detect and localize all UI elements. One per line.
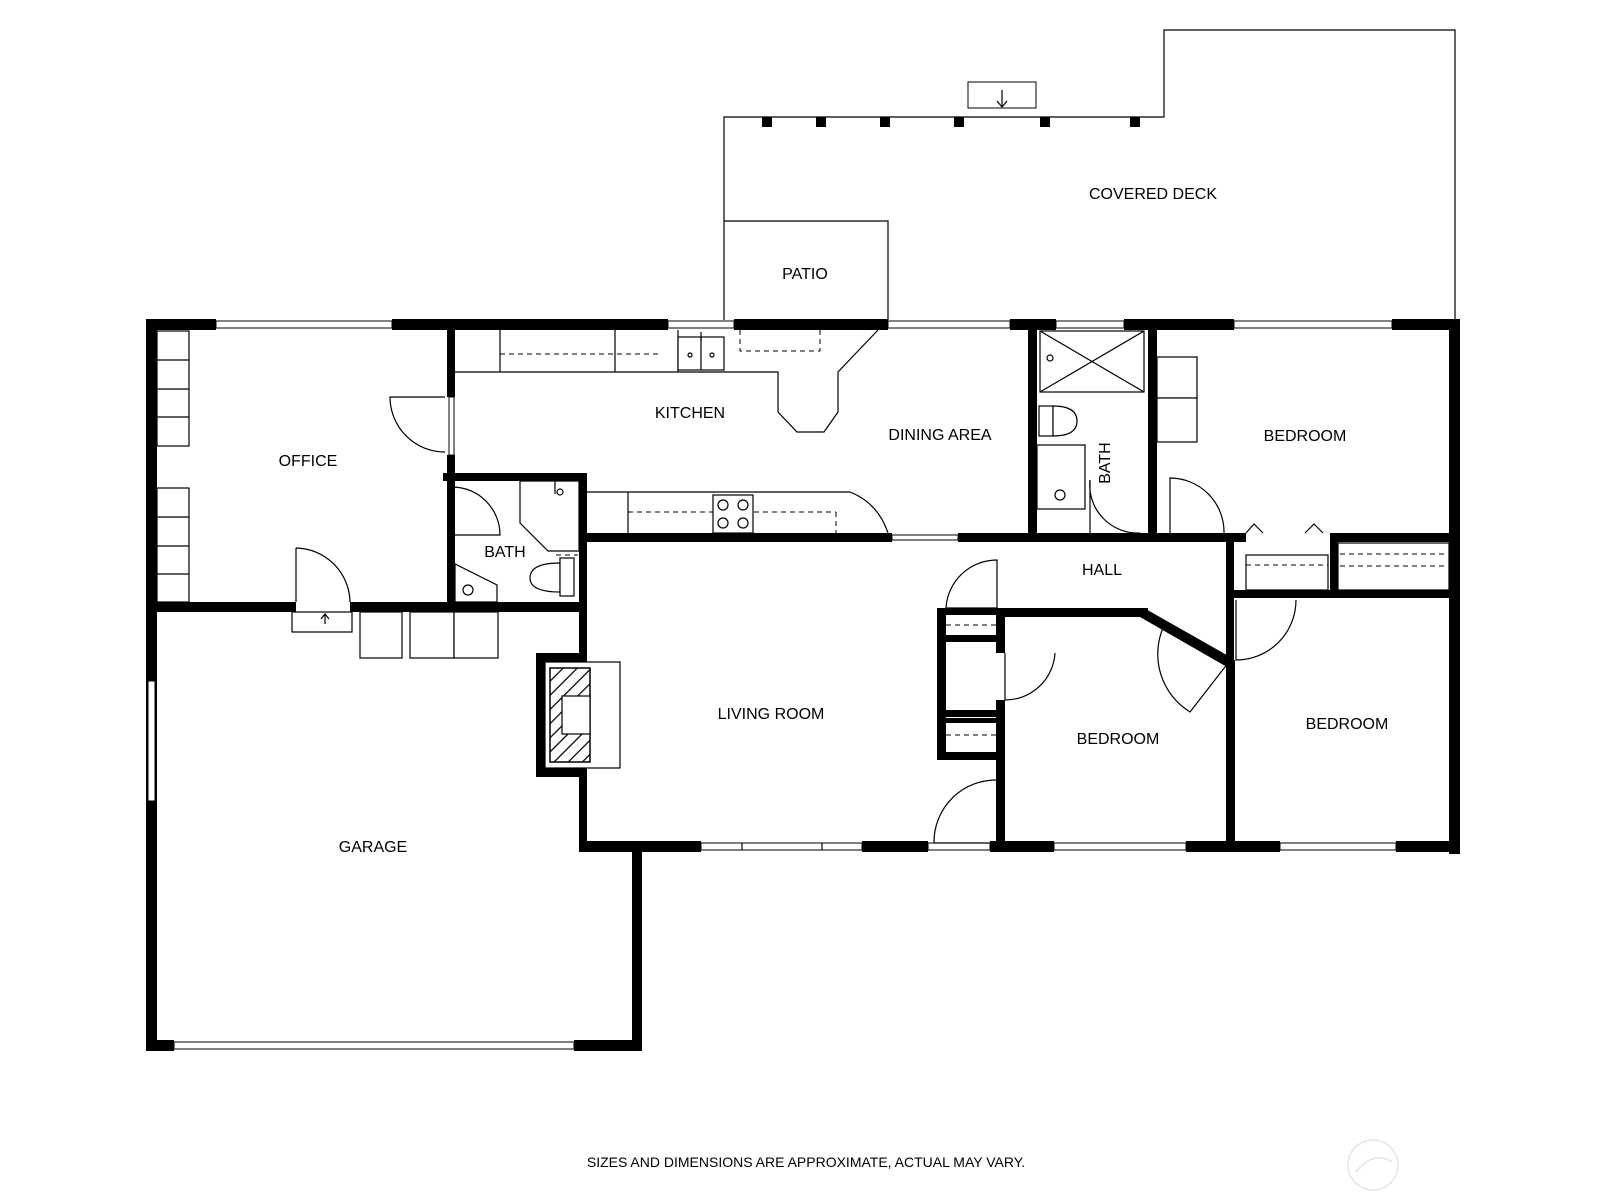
disclaimer-text: SIZES AND DIMENSIONS ARE APPROXIMATE, AC… xyxy=(587,1154,1025,1170)
label-bath-upper: BATH xyxy=(1097,442,1114,483)
label-office: OFFICE xyxy=(279,453,338,470)
stove-icon xyxy=(712,494,754,534)
closet-fixtures xyxy=(946,542,1450,736)
label-bedroom-ne: BEDROOM xyxy=(1264,428,1347,445)
patio xyxy=(724,220,889,320)
label-bath-office: BATH xyxy=(484,544,525,561)
room-labels: COVERED DECK PATIO OFFICE KITCHEN DINING… xyxy=(279,186,1389,856)
windows xyxy=(147,320,1397,1050)
label-patio: PATIO xyxy=(782,266,828,283)
label-hall: HALL xyxy=(1082,562,1122,579)
label-kitchen: KITCHEN xyxy=(655,405,725,422)
office-bath-fixtures xyxy=(454,480,580,603)
sink-icon xyxy=(1036,444,1086,510)
deck-posts xyxy=(762,117,1140,127)
label-bedroom-center: BEDROOM xyxy=(1077,731,1160,748)
label-garage: GARAGE xyxy=(339,839,407,856)
shower-icon xyxy=(1039,330,1145,393)
garage-cabinets xyxy=(359,611,499,659)
kitchen-counters xyxy=(455,329,889,534)
label-bedroom-se: BEDROOM xyxy=(1306,716,1389,733)
upper-bath-fixtures xyxy=(1036,330,1145,510)
label-dining-area: DINING AREA xyxy=(888,427,991,444)
fireplace-icon xyxy=(544,661,621,769)
watermark-logo-icon xyxy=(1347,1139,1399,1191)
label-living-room: LIVING ROOM xyxy=(718,706,825,723)
covered-deck xyxy=(723,29,1456,320)
office-shelves xyxy=(156,330,190,603)
sink-icon xyxy=(454,563,498,603)
toilet-icon xyxy=(1038,405,1078,437)
label-covered-deck: COVERED DECK xyxy=(1089,186,1217,203)
bedroom-ne-fixtures xyxy=(1156,356,1198,443)
doors xyxy=(291,396,1324,844)
toilet-icon xyxy=(529,557,575,597)
